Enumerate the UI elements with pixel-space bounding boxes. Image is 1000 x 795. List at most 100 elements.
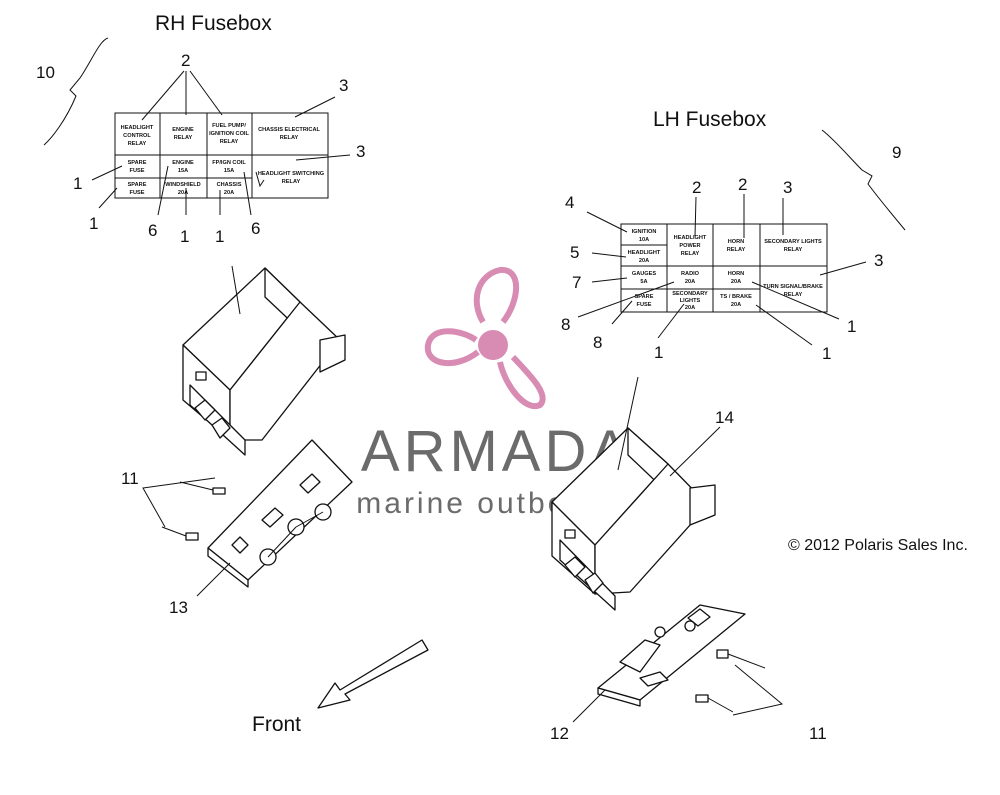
lh-cell-label: 20A (731, 279, 741, 285)
rh-fusebox-label-grid (114, 112, 329, 199)
callout-8-b: 8 (593, 333, 602, 352)
rh-bracket-part (207, 439, 353, 588)
rh-cell-label: 20A (178, 190, 188, 196)
lh-cell-label: 5A (640, 279, 647, 285)
callout-numbers: 10 2 3 3 1 1 6 1 1 6 9 4 2 2 3 5 3 7 8 1… (36, 51, 901, 743)
rh-cell-label: ENGINE (172, 160, 194, 166)
rh-cell-label: RELAY (280, 135, 299, 141)
rh-cell-label: FUSE (130, 190, 145, 196)
callout-2-lh-a: 2 (692, 178, 701, 197)
propeller-logo (424, 267, 546, 410)
rh-cell-label: RELAY (128, 141, 147, 147)
lh-fusebox-label-grid (620, 223, 828, 313)
lh-cell-label: LIGHTS (680, 298, 701, 304)
lh-cell-label: HEADLIGHT (628, 250, 661, 256)
callout-13: 13 (169, 598, 188, 617)
rh-fusebox-part (182, 267, 346, 456)
rh-cell-label: CHASSIS (217, 182, 242, 188)
callout-1-lh-b: 1 (654, 343, 663, 362)
lh-cell-label: 20A (731, 302, 741, 308)
lh-bracket-part (597, 604, 746, 707)
callout-11-lh: 11 (809, 724, 827, 743)
leader-rh-fusebox (231, 265, 241, 315)
rh-cell-label: FUSE (130, 168, 145, 174)
callout-12: 12 (550, 724, 569, 743)
callout-3-lh-top: 3 (783, 178, 792, 197)
lh-cell-label: RELAY (727, 247, 746, 253)
lh-cell-label: RELAY (784, 247, 803, 253)
rh-cell-label: CONTROL (123, 133, 151, 139)
rh-cell-label: FP/IGN COIL (212, 160, 246, 166)
lh-cell-label: HORN (728, 271, 744, 277)
callout-5: 5 (570, 243, 579, 262)
brace-10 (43, 37, 109, 146)
rh-screws (142, 477, 226, 541)
rh-cell-label: FUEL PUMP/ (212, 123, 246, 129)
lh-leader-lines (577, 194, 867, 346)
callout-6-rh-a: 6 (148, 221, 157, 240)
rh-cell-label: RELAY (282, 179, 301, 185)
lh-cell-label: POWER (679, 243, 700, 249)
callout-4: 4 (565, 193, 574, 212)
rh-cell-label: 15A (224, 168, 234, 174)
rh-cell-label: SPARE (128, 160, 147, 166)
rh-cell-label: IGNITION COIL (209, 131, 249, 137)
rh-fusebox-title: RH Fusebox (155, 12, 272, 35)
callout-3-rh-mid: 3 (356, 142, 365, 161)
lh-cell-label: 20A (685, 305, 695, 311)
callout-2-rh: 2 (181, 51, 190, 70)
callout-1-rh-a: 1 (73, 174, 82, 193)
lh-cell-label: SECONDARY (672, 291, 708, 297)
lh-cell-label: HORN (728, 239, 744, 245)
lh-cell-label: SECONDARY LIGHTS (764, 239, 822, 245)
callout-3-rh-top: 3 (339, 76, 348, 95)
callout-2-lh-b: 2 (738, 175, 747, 194)
callout-11-rh: 11 (121, 469, 139, 488)
lh-cell-label: GAUGES (632, 271, 657, 277)
lh-cell-label: 10A (639, 237, 649, 243)
callout-9: 9 (892, 143, 901, 162)
lh-cell-label: IGNITION (632, 229, 657, 235)
lh-fusebox-part (551, 427, 716, 611)
lh-fusebox-title: LH Fusebox (653, 108, 767, 131)
lh-cell-label: FUSE (637, 302, 652, 308)
callout-1-lh-a: 1 (847, 317, 856, 336)
rh-cell-label: RELAY (174, 135, 193, 141)
copyright-text: © 2012 Polaris Sales Inc. (788, 537, 968, 554)
front-arrow-icon (317, 639, 429, 709)
lh-cell-label: TS / BRAKE (720, 294, 752, 300)
callout-6-rh-b: 6 (251, 219, 260, 238)
callout-1-rh-d: 1 (215, 227, 224, 246)
callout-14: 14 (715, 408, 734, 427)
lh-cell-label: RELAY (681, 251, 700, 257)
brace-9 (821, 129, 906, 231)
lh-fusebox-cell-labels: IGNITION 10A HEADLIGHT POWER RELAY HORN RELA… (628, 229, 823, 311)
rh-cell-label: WINDSHIELD (165, 182, 200, 188)
callout-7: 7 (572, 273, 581, 292)
lh-cell-label: HEADLIGHT (674, 235, 707, 241)
lh-cell-label: RELAY (784, 292, 803, 298)
leader-lh-fusebox (617, 376, 639, 471)
rh-cell-label: HEADLIGHT SWITCHING (258, 171, 324, 177)
lh-cell-label: 20A (639, 258, 649, 264)
